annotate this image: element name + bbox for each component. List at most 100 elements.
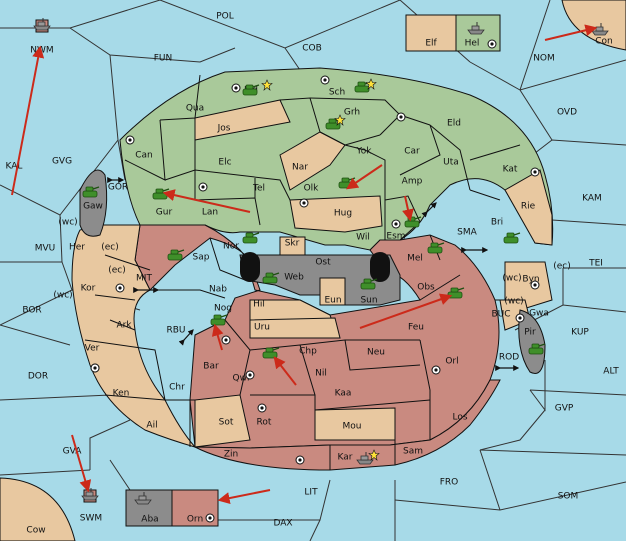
supply-center (257, 403, 267, 413)
label-grh: Grh (344, 108, 360, 118)
label-eun: Eun (324, 296, 341, 306)
region-nar (279, 131, 346, 191)
label-sun: Sun (360, 296, 377, 306)
label-rod: ROD (499, 353, 519, 363)
label-coast-ec1: (ec) (101, 243, 119, 253)
label-aba: Aba (141, 515, 158, 525)
supply-centers (90, 39, 540, 523)
label-kup: KUP (571, 328, 589, 338)
supply-center (530, 167, 540, 177)
label-elc: Elc (218, 158, 231, 168)
label-bor: BOR (22, 306, 41, 316)
label-olk: Olk (304, 184, 320, 194)
label-gvp: GVP (555, 404, 574, 414)
label-chr: Chr (169, 383, 185, 393)
label-dax: DAX (273, 519, 292, 529)
label-coast-ec3: (ec) (553, 262, 571, 272)
label-ark: Ark (116, 321, 132, 331)
label-som: SOM (558, 492, 579, 502)
label-ail: Ail (146, 421, 157, 431)
label-coast-wc2: (wc) (53, 291, 72, 301)
supply-center (299, 198, 309, 208)
label-skr: Skr (285, 239, 300, 249)
supply-center (205, 513, 215, 523)
label-ver: Ver (85, 344, 100, 354)
label-jos: Jos (217, 124, 231, 134)
label-can: Can (135, 151, 153, 161)
supply-center (487, 39, 497, 49)
label-nog: Nog (214, 304, 232, 314)
label-coast-wc4: (wc) (504, 297, 523, 307)
label-mit: MIT (136, 274, 152, 284)
label-kat: Kat (503, 165, 518, 175)
label-feu: Feu (408, 323, 424, 333)
label-cob: COB (302, 44, 322, 54)
label-rbu: RBU (166, 326, 185, 336)
label-cow: Cow (26, 526, 45, 536)
label-lan: Lan (202, 208, 218, 218)
label-hil: Hil (253, 300, 265, 310)
label-tel: Tel (252, 184, 265, 194)
label-hel: Hel (465, 39, 480, 49)
label-lit: LIT (304, 488, 318, 498)
label-coast-wc1: (wc) (58, 218, 77, 228)
label-tei: TEI (588, 259, 603, 269)
label-gvg: GVG (52, 157, 72, 167)
label-buc: BUC (491, 310, 510, 320)
interior-regions (79, 169, 553, 448)
label-her: Her (69, 243, 85, 253)
label-los: Los (452, 413, 467, 423)
label-kam: KAM (582, 194, 602, 204)
supply-center (431, 365, 441, 375)
label-qwi: Qwi (233, 374, 250, 384)
label-eld: Eld (447, 119, 461, 129)
adjacency-arrows (107, 177, 520, 371)
label-ovd: OVD (557, 108, 577, 118)
label-uta: Uta (443, 158, 459, 168)
label-mou: Mou (343, 422, 362, 432)
label-rie: Rie (521, 202, 536, 212)
impassable-west (240, 252, 260, 282)
label-pol: POL (216, 12, 234, 22)
label-orn: Orn (187, 515, 203, 525)
label-yok: Yok (355, 147, 372, 157)
north-green (119, 67, 554, 251)
supply-center (125, 135, 135, 145)
supply-center (320, 75, 330, 85)
supply-center (391, 219, 401, 229)
label-nil: Nil (315, 369, 327, 379)
label-obs: Obs (417, 283, 435, 293)
label-nwm: NWM (30, 46, 53, 56)
label-orl: Orl (445, 357, 458, 367)
label-nom: NOM (533, 54, 555, 64)
label-byn: Byn (522, 275, 539, 285)
label-sap: Sap (193, 253, 210, 263)
supply-center (90, 363, 100, 373)
label-nor: Nor (223, 242, 239, 252)
label-mvu: MVU (35, 244, 56, 254)
label-nar: Nar (292, 163, 308, 173)
label-bar: Bar (203, 362, 219, 372)
sea-labels: POL COB FUN NOM OVD KAM KAL GVG GOR MVU … (6, 12, 620, 529)
label-dor: DOR (28, 372, 48, 382)
label-gva: GVA (63, 447, 83, 457)
label-sot: Sot (219, 418, 234, 428)
label-rot: Rot (257, 418, 272, 428)
label-fro: FRO (440, 478, 459, 488)
label-chp: Chp (299, 347, 317, 357)
label-sma: SMA (457, 228, 477, 238)
region-byn (504, 261, 553, 311)
region-hug (289, 195, 383, 233)
label-ost: Ost (315, 258, 331, 268)
label-car: Car (404, 147, 420, 157)
label-pir: Pir (524, 328, 536, 338)
label-esm: Esm (386, 232, 405, 242)
label-gaw: Gaw (83, 202, 103, 212)
label-neu: Neu (367, 348, 385, 358)
supply-center (515, 313, 525, 323)
label-swm: SWM (80, 514, 102, 524)
label-kar: Kar (338, 453, 353, 463)
region-sot (194, 394, 251, 448)
supply-center (530, 280, 540, 290)
